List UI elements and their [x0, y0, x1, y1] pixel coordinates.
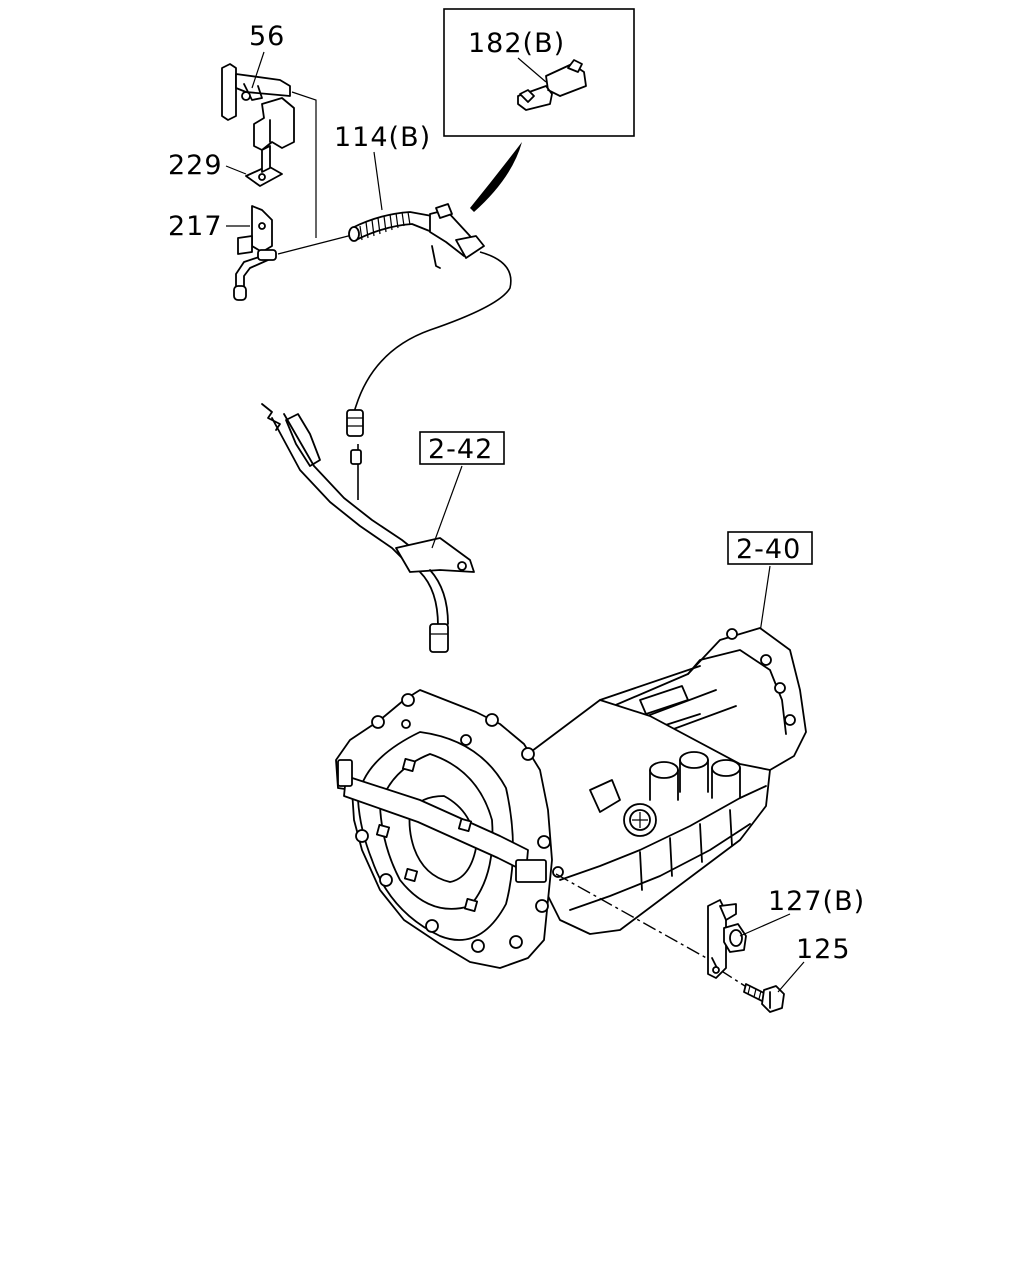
alignment-line	[555, 873, 711, 961]
detail-box-182b	[443, 8, 635, 137]
part-56-clip-bracket	[221, 63, 295, 151]
ref-2-42: 2-42	[419, 431, 505, 465]
part-125-bolt	[743, 983, 785, 1013]
callout-229: 229	[168, 150, 223, 181]
callout-125: 125	[796, 934, 851, 965]
leader-182b	[517, 57, 547, 83]
part-229-plate	[245, 145, 283, 187]
leader-2-42	[431, 465, 463, 549]
part-127b-bracket	[707, 899, 747, 979]
solenoid-cylinders	[649, 751, 741, 801]
callout-56: 56	[249, 21, 285, 52]
ref-2-40: 2-40	[727, 531, 813, 565]
callout-182b: 182(B)	[468, 28, 565, 59]
leader-229	[225, 165, 247, 175]
assembly-bracket-line	[291, 91, 317, 238]
leader-127b	[739, 913, 791, 937]
part-217-bracket	[233, 205, 277, 301]
callout-217: 217	[168, 211, 223, 242]
ref-2-40-label: 2-40	[736, 534, 801, 565]
hose-corrugations	[359, 211, 411, 241]
hose-connector-line	[277, 233, 357, 255]
vent-pipe	[353, 251, 512, 413]
callout-114b: 114(B)	[334, 122, 431, 153]
part-114b-hose	[348, 203, 485, 269]
leader-114b	[373, 151, 383, 211]
callout-127b: 127(B)	[768, 886, 865, 917]
pipe-joint	[346, 409, 364, 465]
dipstick-tube-assembly	[261, 403, 475, 653]
leader-125	[777, 961, 805, 993]
bolt-alignment-line	[719, 969, 749, 989]
ref-2-42-label: 2-42	[428, 434, 493, 465]
transmission-assembly	[335, 627, 807, 969]
detail-pointer-arrow	[470, 142, 522, 212]
leader-56	[251, 51, 265, 89]
